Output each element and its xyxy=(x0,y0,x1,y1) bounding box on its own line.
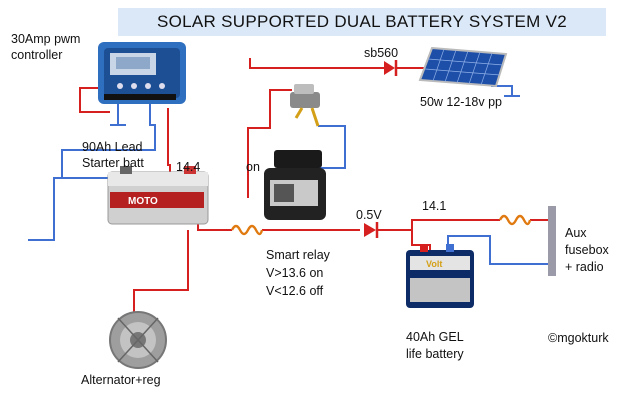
label-starter-1: 90Ah Lead xyxy=(82,140,143,154)
alternator-icon xyxy=(109,311,167,369)
label-diode-sb560: sb560 xyxy=(364,46,399,60)
label-solar-panel: 50w 12-18v pp xyxy=(420,95,503,109)
label-controller-1: 30Amp pwm xyxy=(11,32,81,46)
label-relay-1: Smart relay xyxy=(266,248,330,262)
label-aux-3: + radio xyxy=(565,260,604,274)
diode-relay-icon xyxy=(364,222,379,238)
wire-starter-neg xyxy=(36,177,108,241)
ignition-switch-icon xyxy=(290,84,320,127)
label-alternator: Alternator+reg xyxy=(81,373,161,387)
label-diode-voltage: 0.5V xyxy=(356,208,382,222)
wire-alternator xyxy=(133,230,189,312)
label-relay-on: on xyxy=(246,160,260,174)
fuse-aux xyxy=(498,214,532,226)
life-battery-brand: Volt xyxy=(426,259,442,269)
title-banner: SOLAR SUPPORTED DUAL BATTERY SYSTEM V2 xyxy=(118,8,606,36)
wire-diode-to-life xyxy=(378,229,431,250)
label-life-1: 40Ah GEL xyxy=(406,330,464,344)
charge-controller-icon xyxy=(98,42,186,104)
label-aux-1: Aux xyxy=(565,226,587,240)
wire-to-aux-fuse xyxy=(411,219,500,230)
label-starter-2: Starter batt xyxy=(82,156,144,170)
label-relay-3: V<12.6 off xyxy=(266,284,324,298)
label-aux-2: fusebox xyxy=(565,243,609,257)
label-credit: ©mgokturk xyxy=(548,331,609,345)
label-starter-voltage: 14.4 xyxy=(176,160,201,174)
fuse-main xyxy=(230,224,264,236)
wire-relay-neg xyxy=(312,125,346,169)
label-controller-2: controller xyxy=(11,48,63,62)
wire-controller-to-starter xyxy=(167,108,171,172)
solar-panel-icon xyxy=(418,46,508,88)
diagram-title: SOLAR SUPPORTED DUAL BATTERY SYSTEM V2 xyxy=(156,12,568,31)
starter-battery-icon xyxy=(107,166,209,225)
label-relay-2: V>13.6 on xyxy=(266,266,324,280)
wire-ignition-switch xyxy=(247,89,292,198)
wire-controller-to-diode xyxy=(249,58,385,69)
diode-sb560-icon xyxy=(384,60,398,76)
aux-fusebox-icon xyxy=(548,206,556,276)
wire-controller-neg2 xyxy=(61,100,156,178)
label-life-voltage: 14.1 xyxy=(422,199,447,213)
label-life-2: life battery xyxy=(406,347,464,361)
life-battery-icon xyxy=(406,244,474,308)
starter-battery-brand: MOTO xyxy=(128,196,158,207)
wire-life-neg xyxy=(447,235,548,265)
smart-relay-icon xyxy=(264,150,326,220)
wire-controller-left xyxy=(79,87,110,113)
